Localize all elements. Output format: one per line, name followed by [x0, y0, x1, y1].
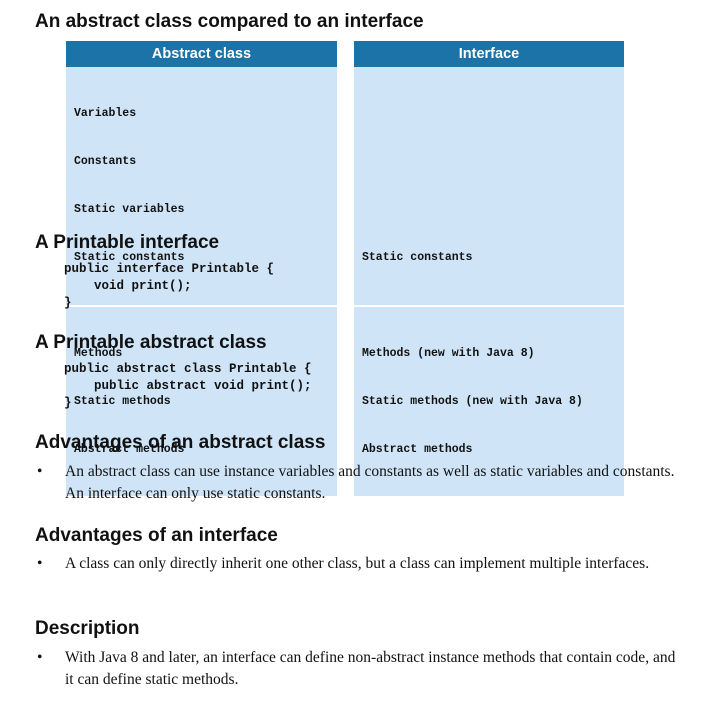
abstract-field-item: Constants	[74, 155, 137, 168]
code-line: public abstract void print();	[64, 379, 312, 393]
code-line: public abstract class Printable {	[64, 362, 312, 376]
abstract-field-item: Static variables	[74, 203, 185, 216]
code-line: }	[64, 296, 72, 310]
heading-abstract-vs-interface: An abstract class compared to an interfa…	[35, 11, 424, 32]
abstract-fields-box: Variables Constants Static variables Sta…	[66, 67, 337, 305]
heading-description: Description	[35, 618, 140, 639]
abstract-methods-box: Methods Static methods Abstract methods	[66, 305, 337, 496]
code-line: void print();	[64, 279, 192, 293]
abstract-method-item: Static methods	[74, 395, 171, 408]
abstract-class-column: Abstract class Variables Constants Stati…	[66, 41, 337, 496]
code-printable-abstract: public abstract class Printable { public…	[64, 361, 312, 412]
code-line: }	[64, 396, 72, 410]
interface-header: Interface	[354, 41, 624, 67]
heading-printable-abstract: A Printable abstract class	[35, 332, 267, 353]
bullet-advantages-interface: • A class can only directly inherit one …	[37, 553, 682, 575]
bullet-dot: •	[37, 555, 43, 572]
bullet-description: • With Java 8 and later, an interface ca…	[37, 647, 682, 691]
abstract-class-header: Abstract class	[66, 41, 337, 67]
bullet-dot: •	[37, 463, 43, 480]
interface-fields-box: Static constants	[354, 67, 624, 305]
interface-field-item: Static constants	[362, 251, 473, 264]
heading-advantages-interface: Advantages of an interface	[35, 525, 278, 546]
interface-method-item: Methods (new with Java 8)	[362, 347, 535, 360]
heading-printable-interface: A Printable interface	[35, 232, 220, 253]
bullet-advantages-abstract: • An abstract class can use instance var…	[37, 461, 682, 505]
bullet-dot: •	[37, 649, 43, 666]
heading-advantages-abstract: Advantages of an abstract class	[35, 432, 326, 453]
interface-field-item	[354, 154, 624, 170]
interface-column: Interface Static constants Methods (new …	[354, 41, 624, 496]
code-line: public interface Printable {	[64, 262, 275, 276]
abstract-method-item: Abstract methods	[74, 443, 185, 456]
code-printable-interface: public interface Printable { void print(…	[64, 261, 274, 312]
abstract-field-item: Variables	[74, 107, 137, 120]
interface-methods-box: Methods (new with Java 8) Static methods…	[354, 305, 624, 496]
abstract-method-item: Methods	[74, 347, 123, 360]
abstract-field-item: Static constants	[74, 251, 185, 264]
interface-field-item	[354, 202, 624, 218]
bullet-text: With Java 8 and later, an interface can …	[65, 649, 676, 688]
interface-method-item: Static methods (new with Java 8)	[362, 395, 583, 408]
interface-field-item	[354, 106, 624, 122]
bullet-text: An abstract class can use instance varia…	[65, 463, 675, 502]
bullet-text: A class can only directly inherit one ot…	[65, 555, 650, 572]
interface-method-item: Abstract methods	[362, 443, 473, 456]
